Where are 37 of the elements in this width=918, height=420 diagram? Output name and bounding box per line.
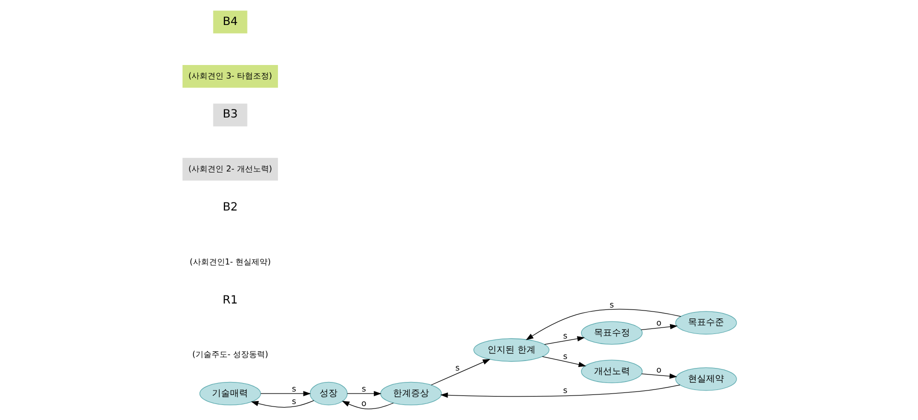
arrow xyxy=(250,400,314,408)
node-ellipse: 한계증상 xyxy=(380,382,442,406)
arrow xyxy=(346,390,381,396)
node-ellipse: 현실제약 xyxy=(674,367,736,391)
label: (사회견인 3- 타협조정) xyxy=(188,70,272,81)
edge-label: s xyxy=(609,299,614,310)
edge-label: s xyxy=(562,351,567,362)
node-ellipse: 개선노력 xyxy=(580,360,642,384)
label: R1 xyxy=(222,292,238,306)
node-ellipse: 성장 xyxy=(309,382,348,406)
node-ellipse: 목표수정 xyxy=(580,321,642,345)
arrow xyxy=(640,324,678,330)
label: B3 xyxy=(222,106,238,121)
node-ellipse: 인지된 한계 xyxy=(472,338,549,362)
edge-label: s xyxy=(291,396,296,406)
edge-label: s xyxy=(291,383,296,394)
edge-label: o xyxy=(656,318,661,328)
label: (사회견인1- 현실제약) xyxy=(189,256,270,266)
arrow xyxy=(640,374,677,379)
edge-label: o xyxy=(656,364,661,374)
label: (기술주도- 성장동력) xyxy=(192,349,268,360)
label: B2 xyxy=(222,200,238,214)
arrow xyxy=(544,336,584,345)
arrow xyxy=(542,356,586,368)
node-ellipse: 목표수준 xyxy=(674,311,736,335)
label: (사회견인 2- 개선노력) xyxy=(188,163,272,174)
arrow xyxy=(341,400,394,410)
edge-label: o xyxy=(360,398,366,408)
edge-label: s xyxy=(361,383,366,394)
arrow xyxy=(525,308,681,340)
arrow xyxy=(440,384,680,398)
edge-label: s xyxy=(454,362,460,372)
label: B4 xyxy=(222,14,238,28)
arrow xyxy=(430,358,490,386)
edge-label: s xyxy=(562,330,567,340)
edge-label: s xyxy=(562,385,567,396)
arrow xyxy=(260,390,310,396)
